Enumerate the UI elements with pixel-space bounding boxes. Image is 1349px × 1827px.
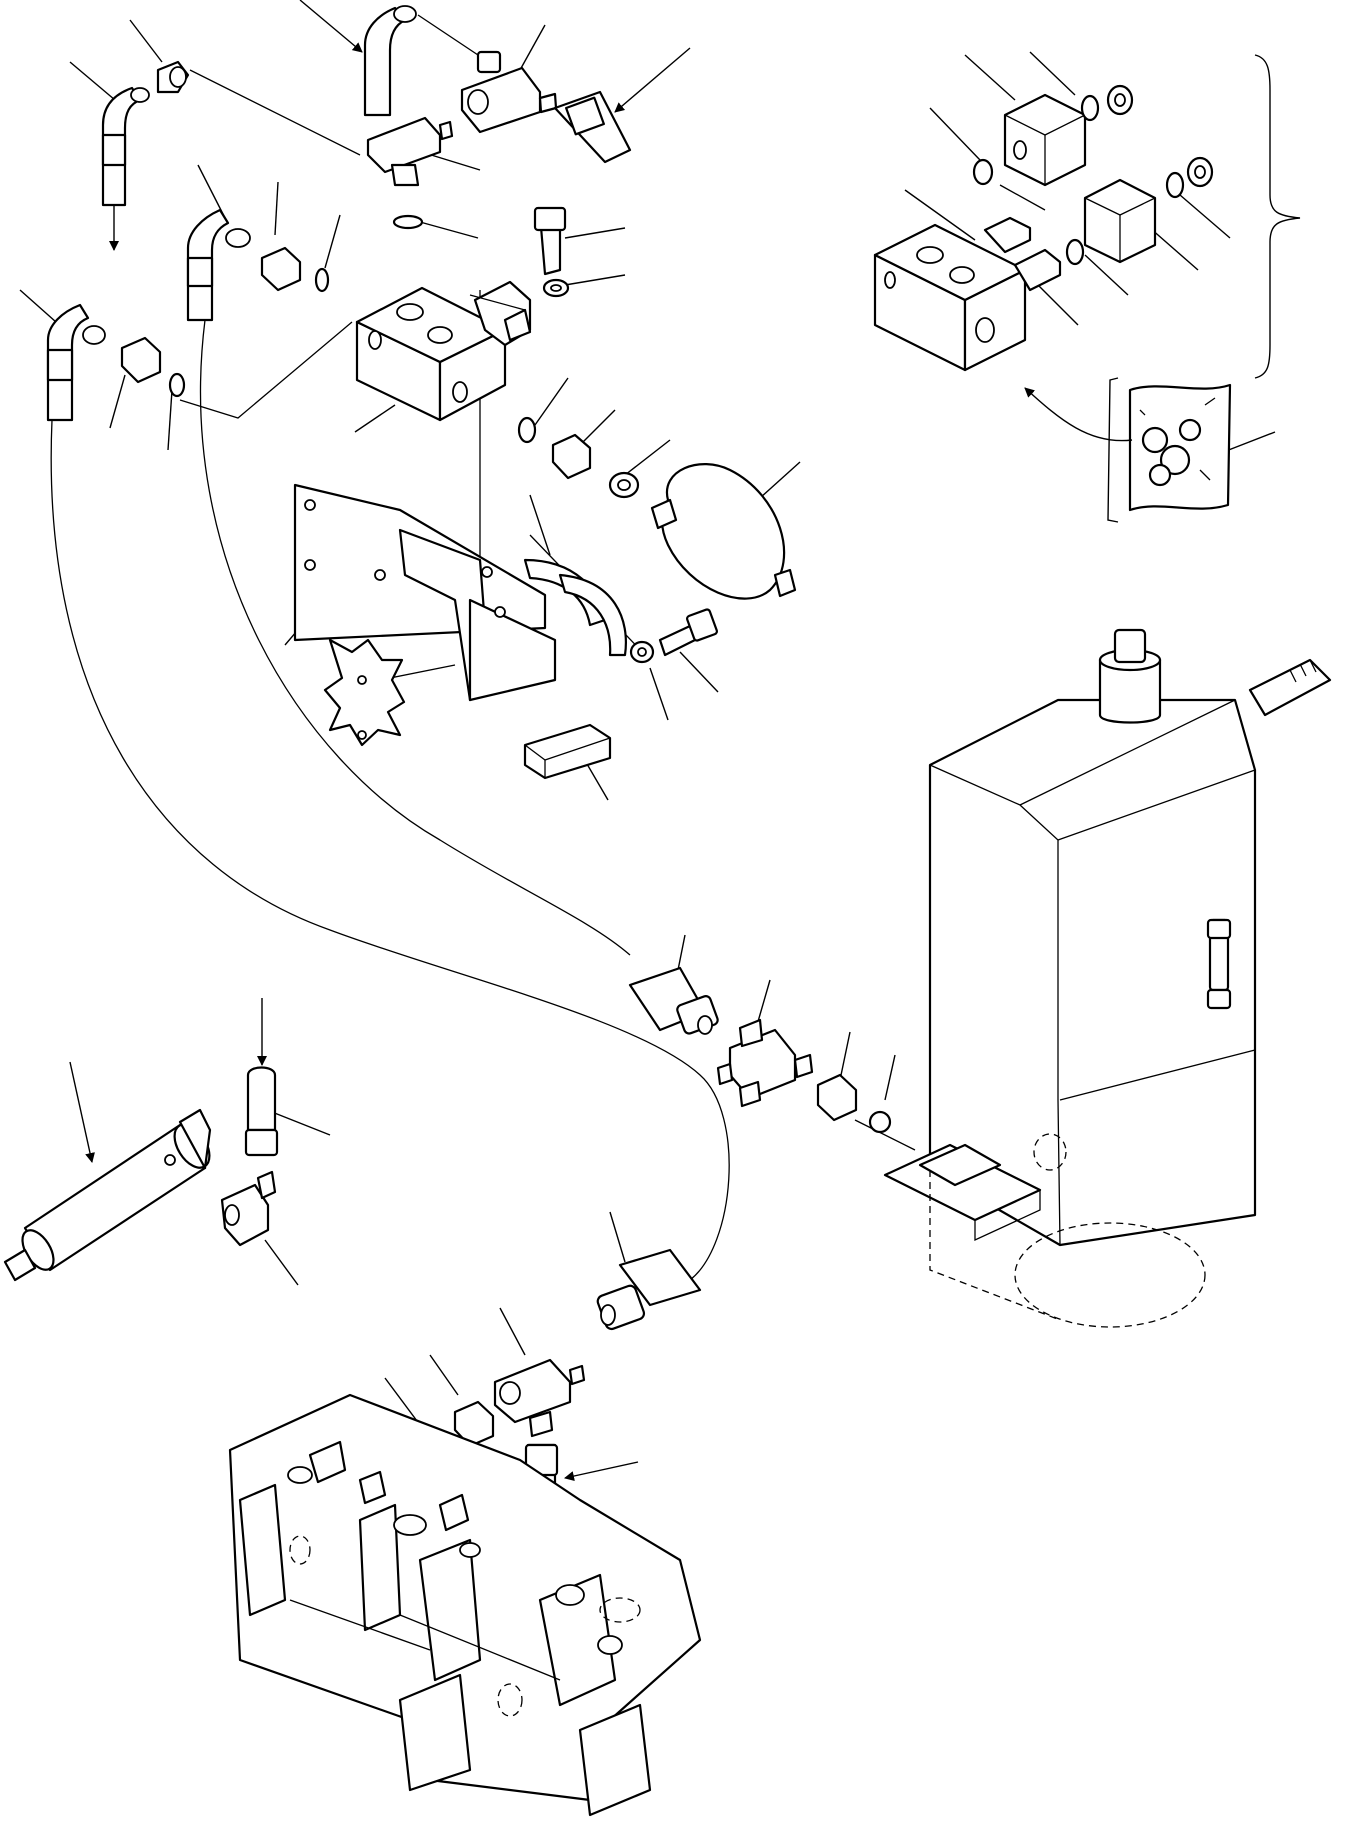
o-ring (868, 1110, 892, 1134)
cylinder-assembly (3, 1066, 279, 1282)
rubber-pad (523, 723, 612, 780)
bracket-assembly (293, 483, 718, 780)
accumulator-group (517, 416, 797, 600)
accumulator (660, 463, 786, 600)
o-ring (168, 372, 186, 398)
o-ring (517, 416, 537, 444)
o-ring (392, 214, 424, 230)
valve-block (355, 280, 532, 422)
control-valve (228, 1393, 702, 1817)
o-ring (1065, 238, 1085, 266)
hose-sleeve (101, 133, 127, 167)
o-ring (972, 158, 994, 186)
spacer-plate (323, 638, 406, 747)
o-ring (314, 267, 330, 293)
o-ring (1165, 171, 1185, 199)
upper-left-fittings (46, 5, 632, 422)
middle-right-fittings (628, 966, 892, 1134)
o-ring (1080, 94, 1100, 122)
hydraulic-tank (883, 628, 1332, 1328)
inset-valve-detail (873, 54, 1301, 523)
